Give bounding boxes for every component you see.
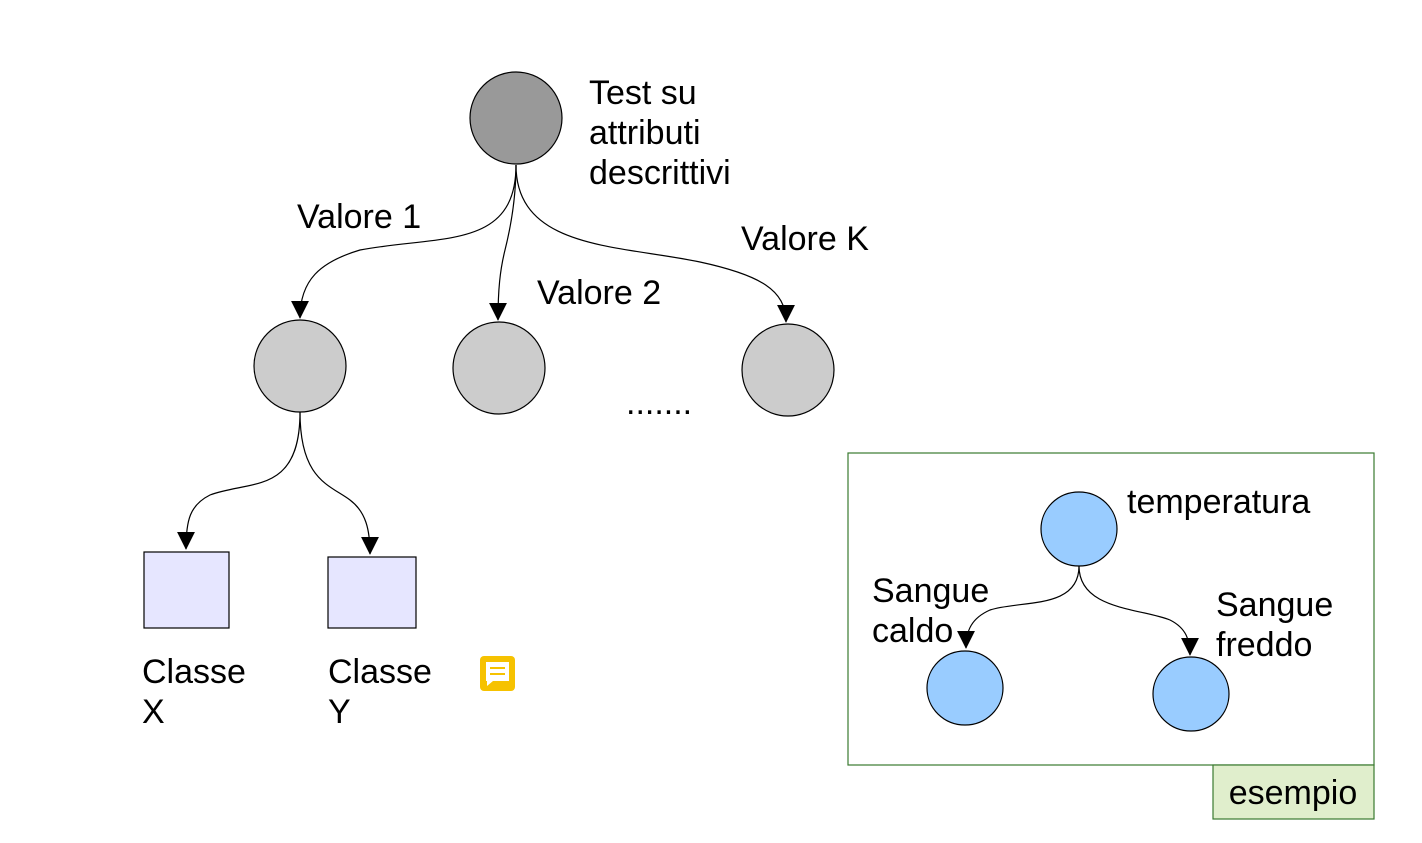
root-label-line-3: descrittivi [589, 154, 731, 192]
example-edge-left [957, 565, 1080, 649]
example-tab-label: esempio [1229, 774, 1358, 812]
leaf-class-y [327, 556, 417, 629]
example-right-node [1152, 656, 1230, 732]
edge-root-to-value-2 [489, 164, 517, 321]
example-left-label-line-1: Sangue [872, 572, 989, 610]
example-box: esempio temperatura Sangue caldo Sangue … [847, 452, 1375, 820]
leaf-label-class-x: Classe X [142, 653, 255, 731]
example-tab [1212, 764, 1375, 820]
leaf-label-class-y-line-1: Classe [328, 653, 432, 691]
example-root-node [1040, 491, 1118, 567]
child-node-value-1 [253, 319, 347, 413]
root-label-line-1: Test su [589, 74, 697, 112]
example-right-label-line-1: Sangue [1216, 586, 1333, 624]
comment-icon[interactable] [480, 656, 515, 691]
edge-node-to-class-y [299, 411, 379, 555]
leaf-label-class-y: Classe Y [328, 653, 441, 731]
leaf-class-x [143, 551, 230, 629]
example-edge-right [1078, 565, 1199, 656]
example-left-label-line-2: caldo [872, 612, 953, 650]
edge-root-to-value-1 [291, 164, 517, 319]
edge-root-to-value-k [515, 164, 795, 323]
edge-label-value-2: Valore 2 [537, 274, 661, 312]
child-node-value-2 [452, 321, 546, 415]
root-label-line-2: attributi [589, 114, 701, 152]
root-label: Test su attributi descrittivi [589, 74, 731, 192]
leaf-label-class-y-line-2: Y [328, 693, 351, 731]
edge-label-value-1: Valore 1 [297, 198, 421, 236]
example-left-node [926, 650, 1004, 726]
edge-node-to-class-x [177, 411, 301, 550]
example-left-label: Sangue caldo [872, 572, 999, 650]
example-right-label-line-2: freddo [1216, 626, 1312, 664]
leaf-label-class-x-line-1: Classe [142, 653, 246, 691]
leaf-label-class-x-line-2: X [142, 693, 165, 731]
ellipsis: ....... [626, 384, 692, 422]
edge-label-value-k: Valore K [741, 220, 869, 258]
root-node [469, 71, 563, 165]
child-node-value-k [741, 323, 835, 417]
example-right-label: Sangue freddo [1216, 586, 1343, 664]
example-root-label: temperatura [1127, 483, 1310, 521]
